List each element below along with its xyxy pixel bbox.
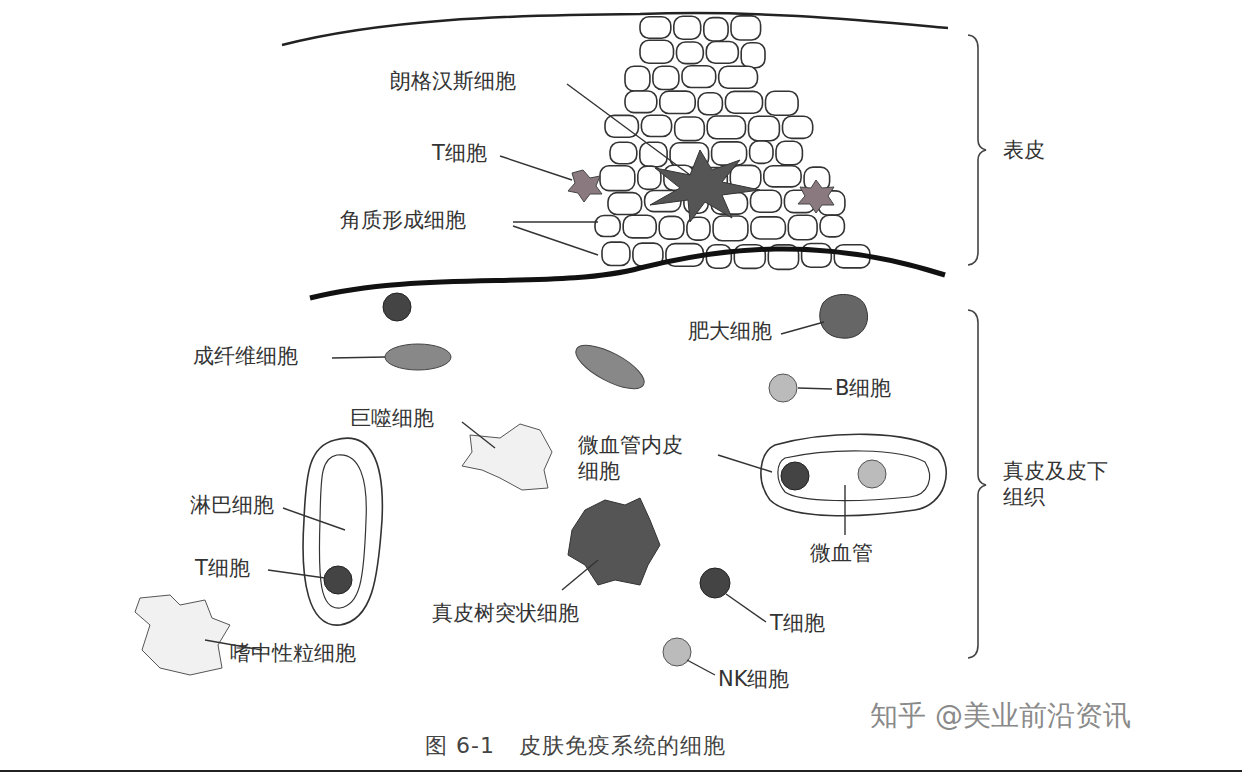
keratinocyte [608,193,642,215]
keratinocyte [750,141,773,163]
keratinocyte [640,17,671,39]
figure-caption: 图 6-1 皮肤免疫系统的细胞 [425,732,726,760]
dermal-dendritic-cell [568,498,660,585]
watermark: 知乎 @美业前沿资讯 [870,698,1131,733]
cell-label: 角质形成细胞 [340,207,466,233]
keratinocyte [677,42,704,64]
b-cell [769,374,797,402]
keratinocyte [764,166,801,187]
keratinocyte [707,116,745,139]
keratinocyte [698,93,722,115]
cell-label: B细胞 [835,375,891,401]
cell-label: 表皮 [1003,137,1045,163]
cell-label: 真皮树突状细胞 [432,600,579,626]
b-cell [858,460,886,488]
fibroblast [570,337,650,397]
t-cell [781,462,809,490]
keratinocyte [610,142,637,164]
cell-label: NK细胞 [718,666,789,692]
cell-label: T细胞 [770,610,825,636]
langerhans-cell [650,150,760,222]
keratinocyte [704,18,728,41]
cell-label: 肥大细胞 [688,318,772,344]
keratinocyte [602,242,630,265]
keratinocyte [820,215,844,237]
keratinocyte [788,215,817,240]
keratinocyte [713,216,748,241]
macrophage [462,424,552,490]
keratinocyte [625,91,657,113]
keratinocyte [600,166,635,191]
keratinocyte [706,42,738,64]
cell-label: T细胞 [195,555,250,581]
keratinocyte [640,40,674,63]
keratinocyte [731,16,761,40]
skin-surface [282,13,948,45]
keratinocyte [595,216,620,237]
cell-label: 微血管内皮细胞 [578,432,685,485]
keratinocyte [660,91,695,113]
keratinocyte [605,115,638,137]
mast-cell [820,294,868,338]
neutrophil [135,595,230,675]
keratinocyte [682,66,716,88]
cell-label: 成纤维细胞 [193,343,298,369]
keratinocyte [712,142,747,165]
keratinocyte [783,116,813,138]
capillary [761,434,946,515]
cell-label: T细胞 [432,140,487,166]
keratinocyte [641,115,671,136]
keratinocyte [674,16,701,39]
lymph-vessel [303,438,382,625]
nk-cell [663,638,691,666]
keratinocyte [653,66,679,89]
t-cell [798,180,834,213]
keratinocyte [675,117,705,141]
keratinocyte [659,216,684,239]
keratinocyte [725,91,762,113]
bracket [968,35,986,265]
keratinocyte [766,91,799,115]
cell-label: 朗格汉斯细胞 [390,68,516,94]
t-cell [568,170,602,202]
page-rule [0,770,1242,772]
cell-label: 真皮及皮下组织 [1003,458,1110,511]
keratinocyte [749,116,780,140]
cell-label: 淋巴细胞 [190,492,274,518]
fibroblast [385,344,451,370]
cell-label: 嗜中性粒细胞 [230,640,356,666]
keratinocyte [625,66,650,91]
t-cell [383,293,411,321]
t-cell [700,568,730,598]
basement-line [310,249,945,298]
keratinocyte [776,141,802,165]
leader-lines [205,84,845,675]
keratinocyte [719,66,758,88]
t-cell [324,566,352,594]
keratinocyte [741,43,765,68]
cell-label: 巨噬细胞 [350,405,434,431]
keratinocyte [623,215,656,238]
keratinocyte [751,217,786,239]
keratinocyte [751,190,782,212]
bracket [968,310,986,658]
cell-label: 微血管 [810,540,873,566]
